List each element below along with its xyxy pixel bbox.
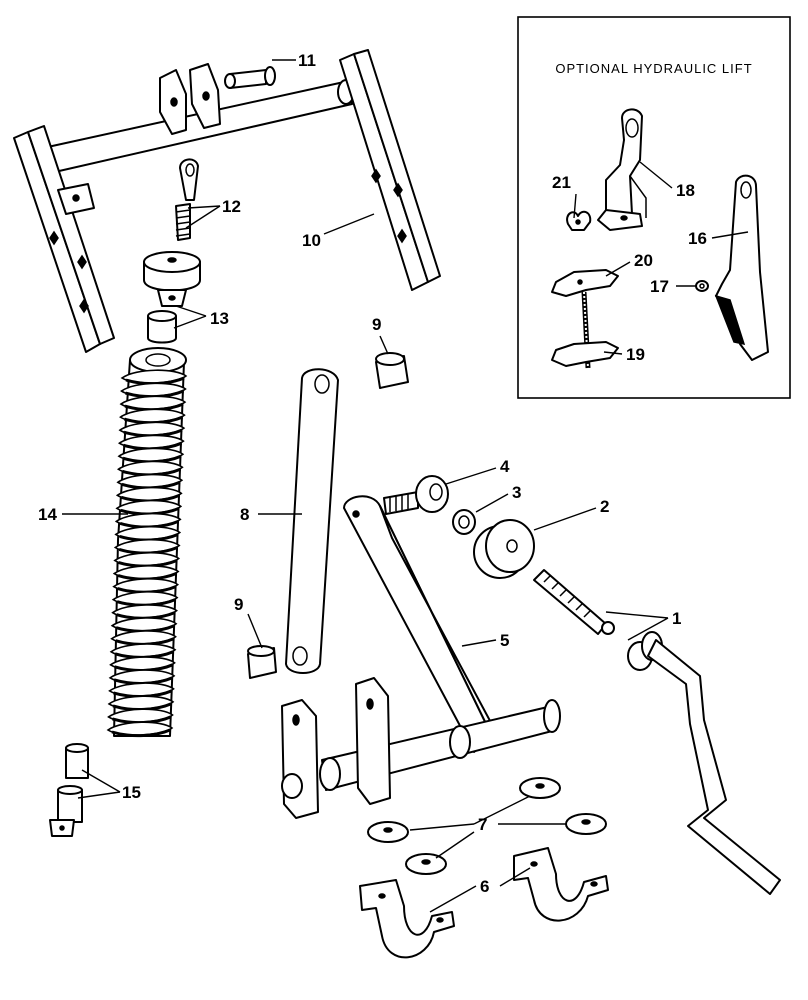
callout-16: 16 xyxy=(688,229,707,248)
callout-5: 5 xyxy=(500,631,509,650)
callout-1: 1 xyxy=(672,609,681,628)
spring-coil-shadow xyxy=(111,728,171,738)
part-13-spring-cap xyxy=(143,251,201,344)
part-15-spring-end xyxy=(49,743,89,837)
callout-9-upper: 9 xyxy=(372,315,381,334)
callout-15: 15 xyxy=(122,783,141,802)
part-4-swivel-stud xyxy=(383,475,449,515)
callout-3: 3 xyxy=(512,483,521,502)
part-21-clip xyxy=(566,210,592,231)
callout-18: 18 xyxy=(676,181,695,200)
part-18-lift-bracket xyxy=(597,108,647,231)
part-5-lift-arm xyxy=(281,495,561,819)
callout-10: 10 xyxy=(302,231,321,250)
part-2-spacer-wheel xyxy=(473,519,535,579)
part-14-spring xyxy=(106,347,188,738)
callout-11: 11 xyxy=(298,51,316,70)
callout-19: 19 xyxy=(626,345,645,364)
callout-20: 20 xyxy=(634,251,653,270)
part-19-clamp-plate xyxy=(551,341,619,367)
part-1-crank xyxy=(533,569,781,895)
spring-coils xyxy=(106,369,188,738)
callout-12: 12 xyxy=(222,197,241,216)
callout-17: 17 xyxy=(650,277,669,296)
part-9-spacer-lower xyxy=(247,645,277,679)
callout-6: 6 xyxy=(480,877,489,896)
callout-4: 4 xyxy=(500,457,510,476)
callout-14: 14 xyxy=(38,505,57,524)
part-11-pin xyxy=(224,66,276,89)
callout-13: 13 xyxy=(210,309,229,328)
callout-9-lower: 9 xyxy=(234,595,243,614)
part-7-washers xyxy=(367,777,607,875)
part-16-lift-arm xyxy=(714,174,769,361)
callout-labels: 11 12 13 10 9 14 8 9 4 3 2 1 5 7 xyxy=(38,51,681,913)
callout-2: 2 xyxy=(600,497,609,516)
part-10-frame xyxy=(13,49,441,353)
part-9-spacer-upper xyxy=(375,352,409,389)
hydraulic-lift-inset: OPTIONAL HYDRAULIC LIFT xyxy=(517,16,791,399)
part-12-eye-bolt xyxy=(175,158,199,241)
part-20-clamp-plate xyxy=(551,269,619,297)
inset-title: OPTIONAL HYDRAULIC LIFT xyxy=(555,61,752,76)
part-8-link-bar xyxy=(285,368,339,674)
part-3-washer xyxy=(452,509,476,535)
part-17-washer xyxy=(695,280,709,292)
part-6-u-clamps xyxy=(359,847,609,959)
callout-21: 21 xyxy=(552,173,571,192)
callout-8: 8 xyxy=(240,505,249,524)
callout-7: 7 xyxy=(478,815,487,834)
